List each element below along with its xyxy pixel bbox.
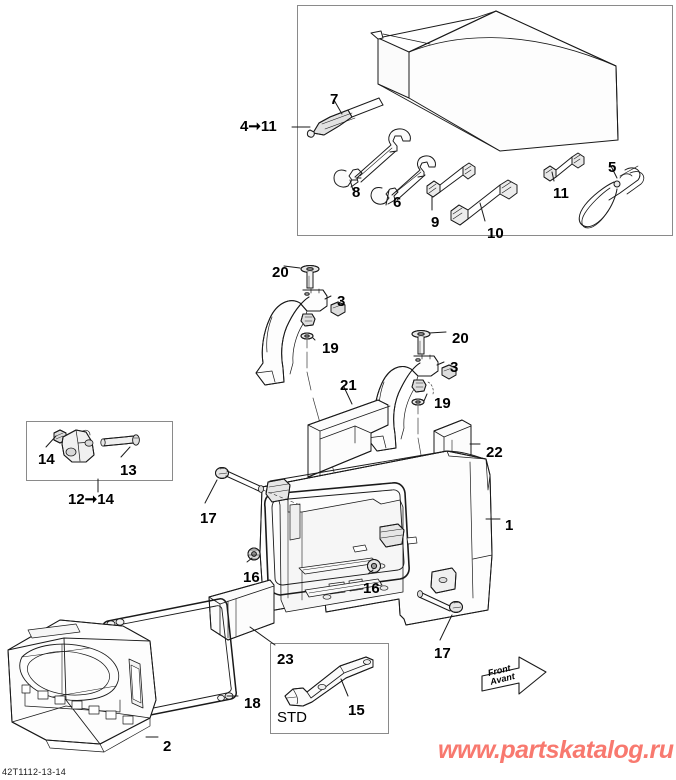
callout-latch-screw: 13 — [120, 462, 137, 479]
bolt-lower-right-part — [416, 590, 463, 613]
site-watermark: www.partskatalog.ru — [438, 736, 674, 764]
callout-toolkit-range: 4➞11 — [240, 118, 277, 135]
callout-mounting-plate: 23 — [277, 651, 294, 668]
storage-box-part — [259, 450, 493, 626]
callout-wrench-large: 8 — [352, 184, 361, 201]
spark-plug-socket-part — [543, 152, 585, 182]
callout-storage-box: 1 — [505, 517, 514, 534]
pliers-part — [578, 165, 645, 229]
callout-bolt-upper-left: 17 — [200, 510, 217, 527]
callout-socket-small: 9 — [431, 214, 440, 231]
latch-assembly — [53, 429, 140, 463]
nut-right-part — [441, 364, 457, 380]
figure-code: 42T1112-13-14 — [2, 767, 67, 777]
washer-right-part — [367, 559, 381, 573]
bolt-upper-left-part — [215, 467, 301, 506]
bolt-left-part — [300, 265, 320, 289]
toolkit-inset-box — [297, 5, 673, 236]
nut-left-part — [330, 301, 346, 317]
callout-handle-bracket-left: 3 — [337, 293, 346, 310]
callout-latch-range: 12➞14 — [68, 491, 114, 508]
callout-nut-right: 19 — [434, 395, 451, 412]
callout-nut-left: 19 — [322, 340, 339, 357]
callout-end-cap: 22 — [486, 444, 503, 461]
std-label: STD — [277, 709, 307, 726]
callout-screwdriver: 7 — [330, 91, 339, 108]
std-inset-box — [270, 643, 389, 734]
wrench-large-part — [333, 128, 411, 188]
front-avant-arrow — [481, 656, 547, 695]
callout-bolt-lower-right: 17 — [434, 645, 451, 662]
callout-washer-right: 16 — [363, 580, 380, 597]
bolt-right-part — [411, 330, 431, 355]
socket-extension-part — [450, 179, 518, 226]
callout-bolt-left: 20 — [272, 264, 289, 281]
storage-cover-part — [7, 619, 157, 753]
callout-reinforcement-plate: 21 — [340, 377, 357, 394]
callout-wrench-small: 6 — [393, 194, 402, 211]
washer-left-part — [247, 547, 261, 561]
tool-pouch — [370, 10, 619, 152]
callout-support-arm: 15 — [348, 702, 365, 719]
socket-small-part — [426, 162, 476, 198]
callout-gasket-seal: 18 — [244, 695, 261, 712]
callout-spark-plug-socket: 11 — [553, 185, 569, 202]
screwdriver-part — [306, 97, 384, 138]
mounting-plate-part — [208, 579, 275, 641]
callout-pliers: 5 — [608, 159, 617, 176]
callout-bolt-right: 20 — [452, 330, 469, 347]
latch-inset-box — [26, 421, 173, 481]
callout-handle-bracket-right: 3 — [450, 359, 459, 376]
support-arm-part — [284, 656, 374, 707]
callout-washer-left: 16 — [243, 569, 260, 586]
handle-bracket-left-part — [255, 288, 328, 386]
callout-socket-extension: 10 — [487, 225, 504, 242]
wrench-small-part — [370, 155, 436, 205]
callout-storage-cover: 2 — [163, 738, 172, 755]
callout-latch-nut: 14 — [38, 451, 55, 468]
